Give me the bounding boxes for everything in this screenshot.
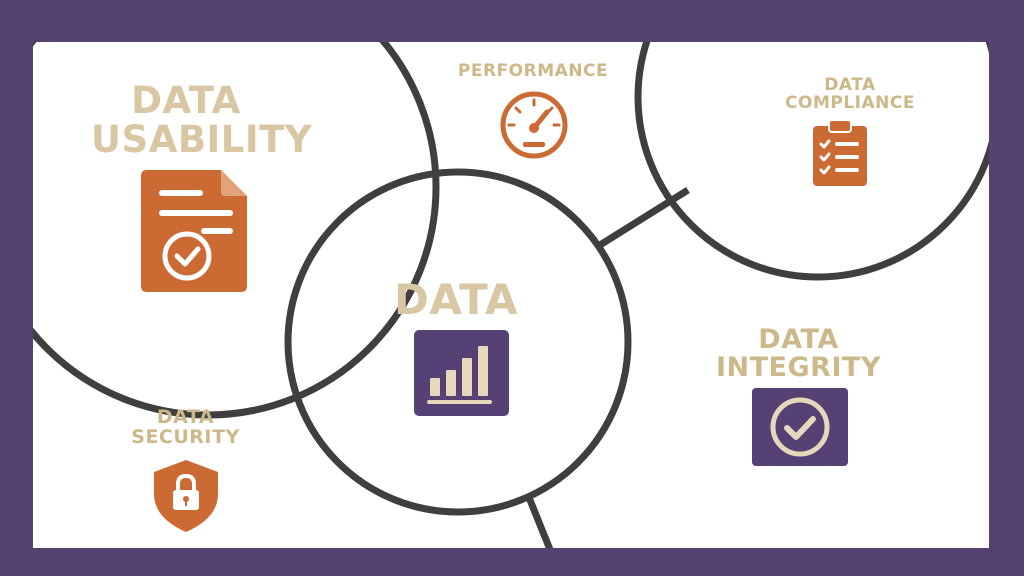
- label-data-usability-line1: DATA: [131, 79, 241, 122]
- label-performance: PERFORMANCE: [448, 61, 618, 81]
- document-check-icon: [141, 170, 247, 292]
- label-data-integrity: DATA INTEGRITY: [716, 324, 881, 384]
- label-data-integrity-line1: DATA: [758, 324, 839, 355]
- shield-lock-icon: [154, 460, 218, 532]
- label-data-center: DATA: [391, 275, 521, 324]
- label-data-security-line1: DATA: [156, 406, 215, 428]
- label-data-compliance: DATA COMPLIANCE: [775, 75, 925, 113]
- label-performance-text: PERFORMANCE: [457, 61, 609, 81]
- label-data-security: DATA SECURITY: [118, 406, 253, 448]
- circle-usability: [33, 42, 440, 419]
- connector-data-compliance: [598, 187, 690, 248]
- bar-chart-icon: [414, 330, 509, 416]
- label-data-compliance-line2: COMPLIANCE: [785, 92, 915, 113]
- label-data-usability: DATA USABILITY: [91, 79, 313, 161]
- clipboard-checklist-icon: [813, 120, 867, 186]
- label-data-center-text: DATA: [393, 275, 518, 324]
- label-data-compliance-line1: DATA: [824, 75, 876, 95]
- label-data-usability-line2: USABILITY: [91, 117, 313, 161]
- speedometer-icon: [500, 91, 568, 159]
- label-data-security-line2: SECURITY: [131, 425, 240, 448]
- check-circle-icon: [752, 388, 848, 466]
- diagram-canvas: DATA USABILITY PERFORMANCE: [33, 42, 989, 548]
- circle-compliance: [634, 42, 989, 281]
- venn-circles: [33, 42, 989, 548]
- label-data-integrity-line2: INTEGRITY: [716, 352, 881, 384]
- connector-data-bottom: [524, 493, 554, 548]
- circle-data-center: [284, 168, 632, 516]
